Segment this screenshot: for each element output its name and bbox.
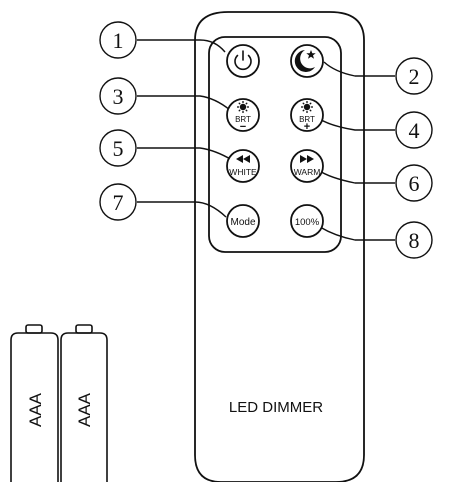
svg-text:1: 1 [113, 28, 124, 53]
rewind-icon [236, 155, 250, 163]
callout-line-3 [137, 95, 231, 111]
callout-number-1: 1 [99, 21, 137, 59]
battery-terminal [25, 324, 43, 334]
full-brightness-label: 100% [295, 217, 320, 228]
svg-text:3: 3 [113, 84, 124, 109]
callout-number-3: 3 [99, 77, 137, 115]
svg-text:2: 2 [409, 64, 420, 89]
svg-text:5: 5 [113, 136, 124, 161]
callout-number-7: 7 [99, 183, 137, 221]
plus-sign: + [304, 121, 310, 133]
full-brightness-button[interactable]: 100% [290, 204, 324, 238]
button-panel [208, 36, 342, 253]
white-label: WHITE [229, 167, 257, 177]
callout-line-1 [137, 39, 226, 53]
callout-number-6: 6 [395, 164, 433, 202]
callout-number-2: 2 [395, 57, 433, 95]
aaa-battery-1: AAA [10, 324, 59, 482]
callout-line-5 [137, 147, 233, 161]
callout-number-4: 4 [395, 111, 433, 149]
battery-label: AAA [26, 392, 45, 427]
aaa-battery-2: AAA [60, 324, 108, 482]
night-mode-button[interactable] [290, 44, 324, 78]
warm-label: WARM [294, 167, 321, 177]
callout-lines [137, 39, 395, 241]
callout-line-6 [317, 169, 395, 184]
callout-number-5: 5 [99, 129, 137, 167]
power-button[interactable] [226, 44, 260, 78]
brightness-down-label: BRT [235, 115, 251, 124]
svg-text:4: 4 [409, 118, 420, 143]
moon-star-icon [294, 50, 316, 72]
sun-icon [301, 101, 313, 113]
callout-line-4 [317, 117, 395, 131]
callout-line-8 [319, 226, 395, 241]
mode-label: Mode [230, 217, 255, 228]
callout-line-2 [323, 61, 395, 77]
mode-button[interactable]: Mode [226, 204, 260, 238]
brightness-up-button[interactable]: BRT + [290, 98, 324, 133]
power-icon [234, 50, 252, 71]
brightness-down-button[interactable]: BRT − [226, 98, 260, 133]
white-button[interactable]: WHITE [226, 149, 260, 183]
remote-body [194, 11, 365, 482]
remote-title: LED DIMMER [229, 399, 323, 416]
minus-sign: − [240, 121, 246, 133]
svg-text:6: 6 [409, 171, 420, 196]
fast-forward-icon [300, 155, 314, 163]
callout-number-8: 8 [395, 221, 433, 259]
callout-line-7 [137, 201, 227, 218]
battery-terminal [75, 324, 93, 334]
warm-button[interactable]: WARM [290, 149, 324, 183]
svg-text:7: 7 [113, 190, 124, 215]
svg-text:8: 8 [409, 228, 420, 253]
sun-icon [237, 101, 249, 113]
brightness-up-label: BRT [299, 115, 315, 124]
battery-label: AAA [75, 392, 94, 427]
